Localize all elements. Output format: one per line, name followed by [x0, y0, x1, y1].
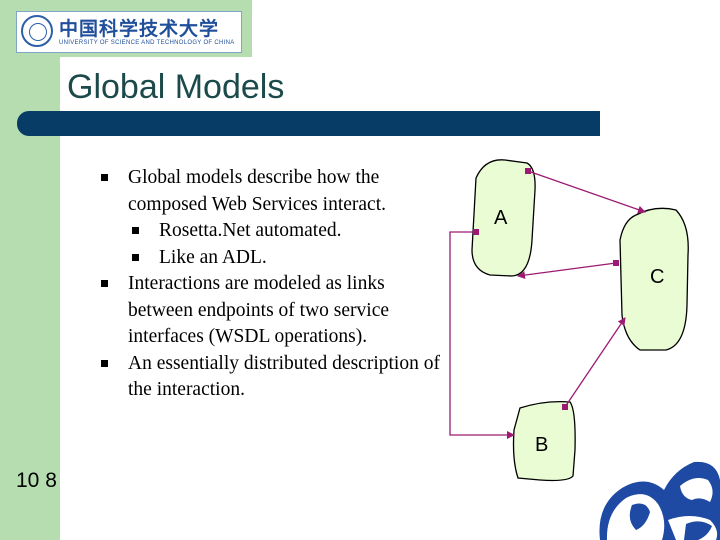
endpoint-marker	[473, 229, 479, 235]
endpoint-marker	[613, 260, 619, 266]
node-label-c: C	[650, 266, 664, 288]
link-a-to-b	[449, 231, 515, 439]
university-logo: 中国科学技术大学 UNIVERSITY OF SCIENCE AND TECHN…	[16, 11, 242, 53]
sub-bullet-text: Rosetta.Net automated.	[159, 220, 342, 241]
sub-bullet-text: Like an ADL.	[159, 246, 267, 268]
node-c-shape	[619, 207, 689, 351]
logo-english-name: UNIVERSITY OF SCIENCE AND TECHNOLOGY OF …	[59, 40, 235, 46]
bullet-list: Global models describe how the composed …	[95, 165, 440, 404]
bullet-item: Global models describe how the composed …	[95, 165, 440, 218]
sub-bullet-item: Like an ADL.	[95, 245, 440, 272]
page-number: 10 8	[16, 466, 57, 496]
bullet-text: Interactions are modeled as links betwee…	[128, 273, 390, 347]
node-a-shape	[471, 159, 536, 277]
title-underline-bar	[17, 111, 600, 136]
bullet-item: Interactions are modeled as links betwee…	[95, 271, 440, 351]
bullet-text: An essentially distributed description o…	[128, 352, 440, 401]
bullet-icon	[101, 280, 108, 287]
node-label-a: A	[494, 207, 508, 229]
bullet-icon	[132, 227, 139, 234]
bullet-item: An essentially distributed description o…	[95, 351, 440, 404]
endpoint-marker	[562, 404, 568, 410]
link-b-to-c	[564, 317, 626, 408]
bullet-icon	[101, 174, 108, 181]
bullet-text: Global models describe how the composed …	[128, 167, 386, 215]
sub-bullet-item: Rosetta.Net automated.	[95, 218, 440, 245]
bullet-icon	[132, 253, 139, 261]
dragon-logo-icon	[599, 461, 720, 540]
link-a-to-c	[527, 170, 646, 214]
slide-title: Global Models	[67, 68, 285, 106]
bullet-icon	[101, 359, 108, 367]
endpoint-marker	[525, 168, 531, 174]
node-b-shape	[512, 400, 576, 482]
link-c-to-a	[517, 262, 617, 280]
logo-chinese-name: 中国科学技术大学	[59, 18, 220, 40]
left-decorative-band	[0, 0, 60, 540]
page-number-text: 10 8	[16, 469, 57, 492]
university-seal-icon	[21, 15, 53, 47]
node-label-b: B	[535, 434, 548, 456]
